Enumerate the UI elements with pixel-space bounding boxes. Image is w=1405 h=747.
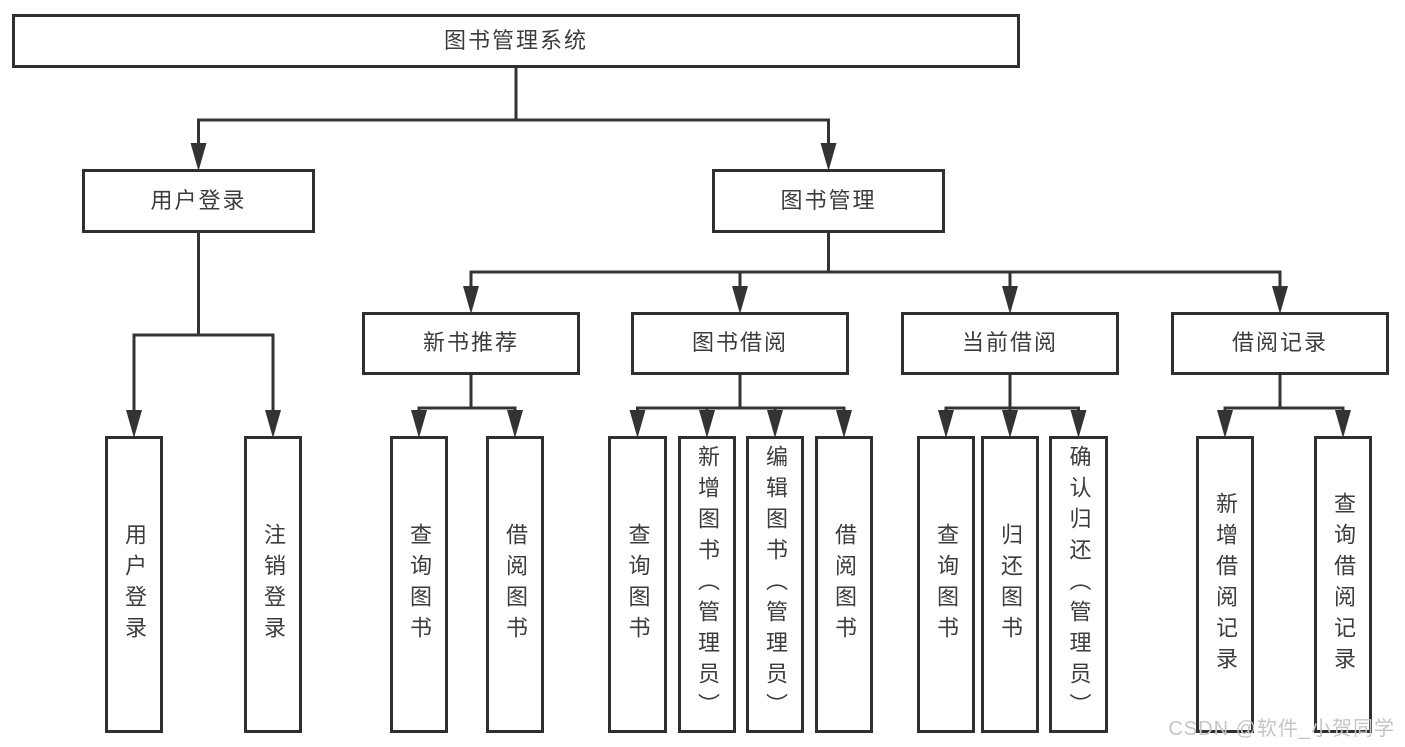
node-label-user-login: 用户登录 [150, 187, 247, 213]
diagram-node-leaf-bb-query-books: 查询图书 [608, 436, 667, 733]
node-label-leaf-bb-borrow-books: 借阅图书 [832, 522, 857, 647]
node-label-current-borrowing: 当前借阅 [961, 330, 1058, 356]
diagram-node-leaf-br-query-record: 查询借阅记录 [1314, 436, 1372, 733]
node-label-root: 图书管理系统 [443, 27, 588, 53]
node-label-leaf-bb-edit-books: 编辑图书（管理员） [763, 445, 788, 724]
diagram-node-book-management: 图书管理 [712, 169, 945, 233]
diagram-node-leaf-nbr-borrow-books: 借阅图书 [486, 436, 544, 733]
node-label-leaf-nbr-borrow-books: 借阅图书 [503, 522, 528, 647]
diagram-node-leaf-nbr-query-books: 查询图书 [390, 436, 448, 733]
node-label-leaf-br-add-record: 新增借阅记录 [1213, 491, 1238, 678]
diagram-node-new-book-recommend: 新书推荐 [362, 312, 580, 375]
node-label-leaf-logout: 注销登录 [261, 522, 286, 647]
diagram-node-root: 图书管理系统 [12, 14, 1020, 68]
diagram-node-leaf-logout: 注销登录 [244, 436, 302, 733]
node-label-leaf-bb-query-books: 查询图书 [625, 522, 651, 647]
node-label-book-borrowing: 图书借阅 [691, 330, 788, 356]
node-label-leaf-br-query-record: 查询借阅记录 [1331, 491, 1356, 678]
node-label-leaf-cb-query-books: 查询图书 [934, 522, 959, 647]
diagram-node-leaf-cb-return-books: 归还图书 [981, 436, 1039, 733]
node-label-leaf-cb-return-books: 归还图书 [998, 522, 1023, 647]
diagram-node-leaf-bb-edit-books: 编辑图书（管理员） [746, 436, 804, 733]
node-label-borrow-records: 借阅记录 [1231, 330, 1328, 356]
node-label-leaf-user-login: 用户登录 [122, 522, 147, 647]
diagram-node-leaf-user-login: 用户登录 [105, 436, 163, 733]
diagram-node-leaf-br-add-record: 新增借阅记录 [1196, 436, 1254, 733]
diagram-node-user-login: 用户登录 [82, 169, 315, 233]
diagram-node-book-borrowing: 图书借阅 [631, 312, 849, 375]
node-label-leaf-nbr-query-books: 查询图书 [407, 522, 432, 647]
diagram-node-leaf-bb-borrow-books: 借阅图书 [815, 436, 873, 733]
csdn-watermark: CSDN @软件_小贺同学 [1168, 718, 1395, 740]
node-label-book-management: 图书管理 [780, 187, 877, 213]
diagram-node-leaf-cb-query-books: 查询图书 [917, 436, 975, 733]
diagram-node-leaf-bb-add-books: 新增图书（管理员） [678, 436, 736, 733]
diagram-node-leaf-cb-confirm-return: 确认归还（管理员） [1049, 436, 1108, 733]
diagram-node-borrow-records: 借阅记录 [1171, 312, 1389, 375]
node-label-leaf-bb-add-books: 新增图书（管理员） [695, 445, 720, 724]
node-label-new-book-recommend: 新书推荐 [422, 330, 519, 356]
diagram-node-current-borrowing: 当前借阅 [901, 312, 1119, 375]
node-label-leaf-cb-confirm-return: 确认归还（管理员） [1066, 445, 1092, 724]
